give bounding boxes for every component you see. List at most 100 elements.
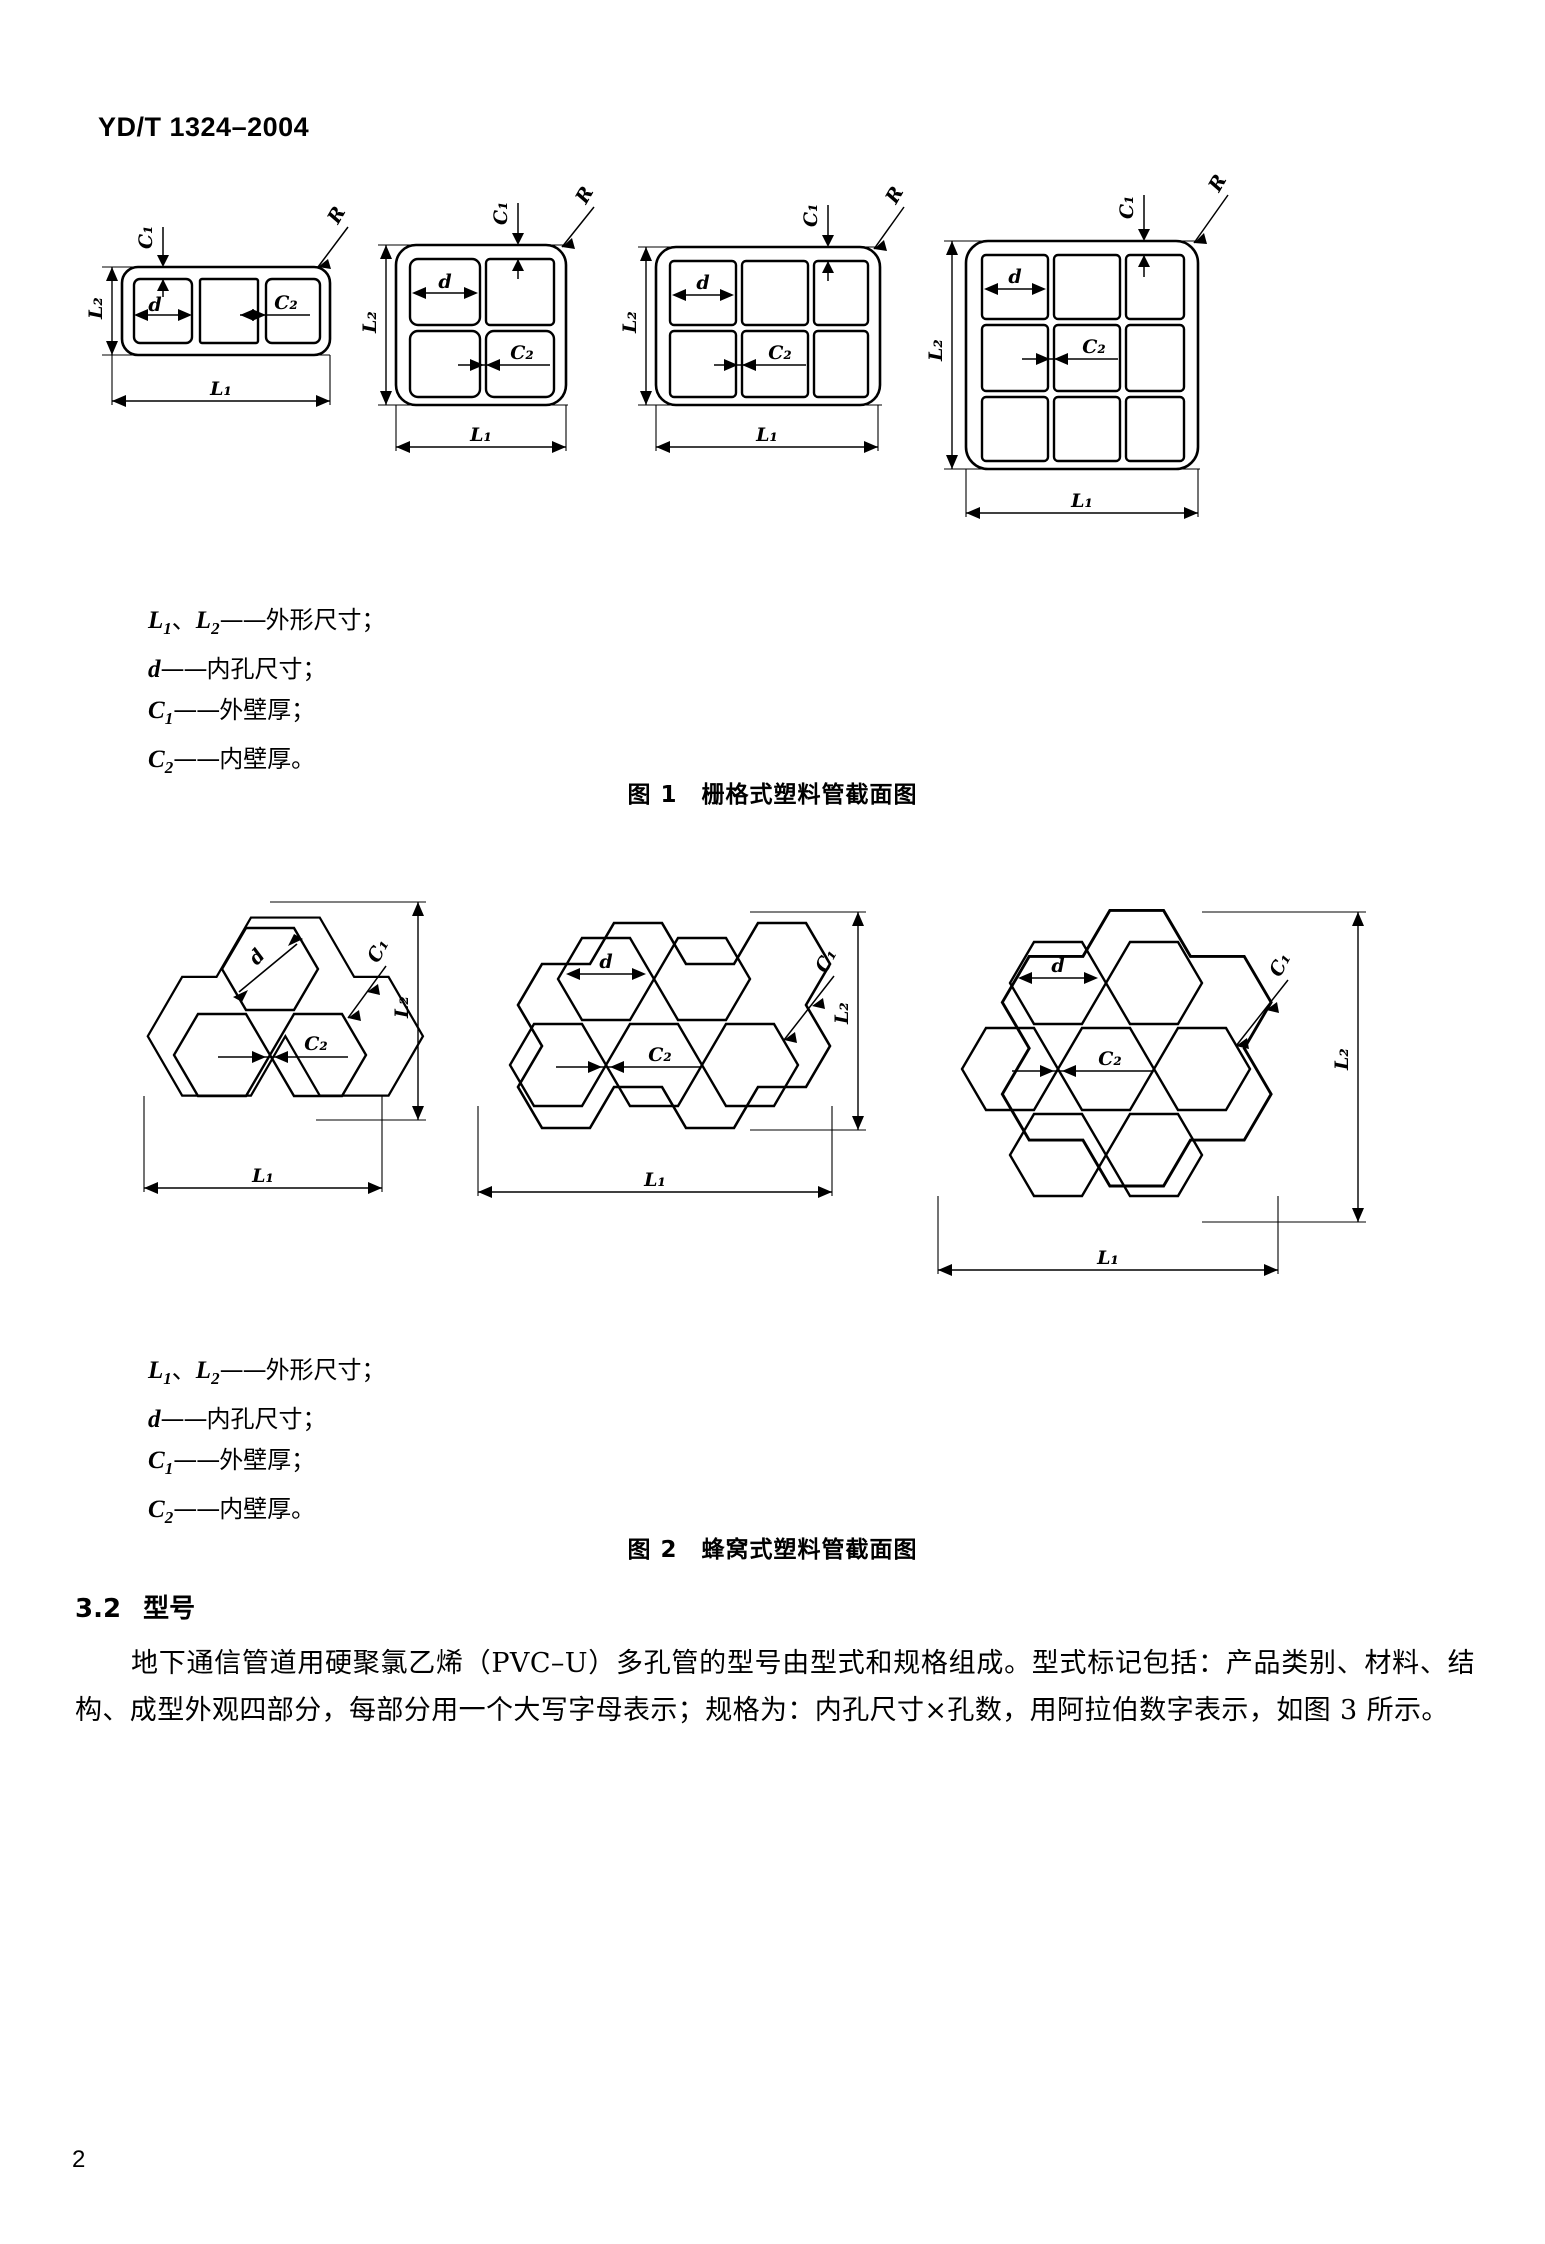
hole <box>812 329 870 399</box>
label-l1: L₁ <box>643 1169 666 1191</box>
label-d: d <box>599 951 612 973</box>
hole <box>408 257 482 327</box>
hole-hexagon <box>172 1012 272 1098</box>
l1-arrow-left <box>396 441 410 453</box>
c2-arrow-left <box>610 1061 624 1073</box>
legend-item-c1: C1——外壁厚； <box>148 1440 386 1489</box>
outer-wall-outline <box>516 921 832 1130</box>
c1-arrow-outer <box>367 984 380 995</box>
label-c2: C₂ <box>1082 336 1105 358</box>
hole <box>812 259 870 327</box>
legend-symbol: d <box>148 1406 161 1433</box>
legend-text: 内壁厚。 <box>219 1495 316 1523</box>
c2-arrow-left <box>486 359 500 371</box>
c2-arrow-left <box>1062 1065 1076 1077</box>
label-r: R <box>571 183 598 209</box>
hole-hexagon <box>960 1026 1060 1112</box>
legend-dash: —— <box>160 1405 208 1433</box>
hole <box>740 259 810 327</box>
label-l1: L₁ <box>209 378 232 400</box>
hole <box>980 323 1050 393</box>
l2-arrow-up <box>412 902 424 916</box>
c1-arrow-down <box>157 255 169 267</box>
hole <box>668 329 738 399</box>
l1-arrow-left <box>656 441 670 453</box>
label-l2: L₂ <box>85 297 107 320</box>
l2-arrow-down <box>106 341 118 355</box>
hole-hexagon <box>556 936 656 1022</box>
label-d: d <box>1008 266 1021 288</box>
diagram-grid-2x2: C₁ R L₂ d C <box>350 175 610 465</box>
c2-arrow-right <box>252 1051 266 1063</box>
r-leader <box>873 206 905 250</box>
figure-2-caption: 图 2 蜂窝式塑料管截面图 <box>627 1537 918 1563</box>
hole-hexagon <box>268 1012 368 1098</box>
legend-dash: —— <box>160 655 208 683</box>
hole <box>980 253 1050 321</box>
c2-arrow-left <box>1054 353 1068 365</box>
c2-arrow-left <box>240 309 254 321</box>
page-number: 2 <box>72 2146 86 2173</box>
c1-arrow-inner <box>784 1032 797 1043</box>
legend-item-L: L1、L2——外形尺寸； <box>148 1350 386 1399</box>
hole-hexagon <box>652 936 752 1022</box>
l2-arrow-down <box>852 1116 864 1130</box>
l1-arrow-left <box>112 395 126 407</box>
label-l1: L₁ <box>251 1165 274 1187</box>
c1-arrow-down <box>822 235 834 247</box>
legend-symbol: L1 <box>148 607 172 638</box>
label-d: d <box>1051 955 1064 977</box>
d-arrow-left <box>672 289 686 301</box>
d-arrow-right <box>632 968 646 980</box>
d-arrow-right <box>178 309 192 321</box>
hole-hexagon <box>700 1022 800 1108</box>
legend-text: 外形尺寸； <box>265 1356 386 1384</box>
figure-2-honeycomb-diagrams: d C₁ C₂ L₂ <box>90 880 1510 1310</box>
outer-wall-outline <box>1000 909 1273 1188</box>
label-c1: C₁ <box>1116 196 1138 219</box>
d-arrow-left <box>984 283 998 295</box>
outer-wall-outline <box>146 916 425 1097</box>
label-l2: L₂ <box>831 1002 853 1025</box>
figure-1-caption: 图 1 栅格式塑料管截面图 <box>627 782 918 808</box>
label-l1: L₁ <box>1070 490 1093 512</box>
legend-dash: —— <box>173 1446 220 1474</box>
diagram-grid-2x3: C₁ R L₂ d C <box>610 175 910 465</box>
figure-1-grid-type-diagrams: C₁ R L₂ d <box>85 165 1510 595</box>
label-l2: L₂ <box>619 311 641 334</box>
l2-arrow-down <box>1352 1208 1364 1222</box>
label-l1: L₁ <box>1096 1247 1119 1269</box>
c1-arrow-outer <box>812 998 825 1009</box>
document-header-standard-number: YD/T 1324–2004 <box>98 112 310 142</box>
hole <box>1052 323 1122 393</box>
hole-hexagon <box>604 1022 704 1108</box>
legend-symbol: C2 <box>148 746 174 777</box>
label-c1: C₁ <box>490 202 512 225</box>
d-arrow-left <box>1018 972 1032 984</box>
legend-symbol: d <box>148 656 161 683</box>
hole-hexagon <box>1008 1112 1108 1198</box>
legend-dash: —— <box>173 696 220 724</box>
hole <box>1124 253 1186 321</box>
c2-arrow-left <box>742 359 756 371</box>
legend-item-c1: C1——外壁厚； <box>148 690 386 739</box>
label-l2: L₂ <box>391 996 413 1019</box>
legend-text: 外壁厚； <box>219 1446 316 1474</box>
c1-arrow-down <box>1138 229 1150 241</box>
r-arrow <box>874 240 887 251</box>
r-leader <box>1193 194 1229 244</box>
label-r: R <box>1204 171 1231 197</box>
diagram-grid-3x3: C₁ R L₂ d C <box>910 165 1240 565</box>
label-c2: C₂ <box>768 342 791 364</box>
l2-arrow-up <box>640 247 652 261</box>
label-c2: C₂ <box>510 342 533 364</box>
l2-arrow-down <box>412 1106 424 1120</box>
d-arrow-right <box>1032 283 1046 295</box>
l2-arrow-down <box>640 391 652 405</box>
legend-dash: —— <box>219 606 267 634</box>
c1-arrow-inner <box>348 1010 361 1021</box>
c2-arrow-right <box>724 359 738 371</box>
d-arrow-left <box>566 968 580 980</box>
r-leader <box>317 226 349 268</box>
